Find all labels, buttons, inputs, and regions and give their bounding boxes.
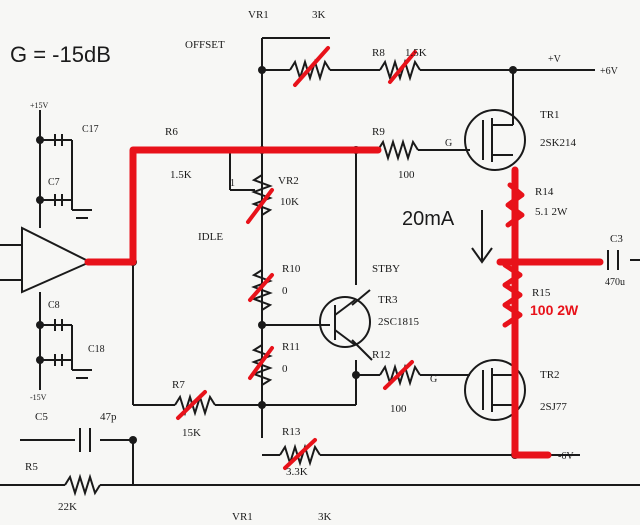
label-plus15v: +15V bbox=[30, 101, 49, 110]
label-r13-val: 3.3K bbox=[286, 466, 308, 478]
label-c7: C7 bbox=[48, 177, 60, 188]
label-r7: R7 bbox=[172, 379, 185, 391]
label-idle: IDLE bbox=[198, 231, 223, 243]
tr2-mosfet bbox=[464, 359, 526, 421]
label-r12-val: 100 bbox=[390, 403, 407, 415]
label-r12-node: G bbox=[430, 374, 437, 385]
tr3-bjt bbox=[319, 296, 371, 348]
label-tr2-part: 2SJ77 bbox=[540, 401, 567, 413]
label-r8-val: 1.5K bbox=[405, 47, 427, 59]
label-tr1: TR1 bbox=[540, 109, 560, 121]
label-r14: R14 bbox=[535, 186, 554, 198]
label-vr2-val: 10K bbox=[280, 196, 299, 208]
label-r8: R8 bbox=[372, 47, 385, 59]
label-stby: STBY bbox=[372, 263, 400, 275]
label-r5-val: 22K bbox=[58, 501, 77, 513]
label-r5: R5 bbox=[25, 461, 38, 473]
label-rail-neg: -6V bbox=[558, 451, 574, 462]
label-r11-val: 0 bbox=[282, 363, 288, 375]
label-r9-val: 100 bbox=[398, 169, 415, 181]
label-pin1: 1 bbox=[230, 178, 235, 189]
label-tr1-part: 2SK214 bbox=[540, 137, 577, 149]
label-r9: R9 bbox=[372, 126, 385, 138]
label-vr1-top: VR1 bbox=[248, 9, 269, 21]
gain-title: G = -15dB bbox=[10, 42, 111, 67]
label-r14-val: 5.1 2W bbox=[535, 206, 568, 218]
label-vr1-top-val: 3K bbox=[312, 9, 326, 21]
label-c17: C17 bbox=[82, 124, 99, 135]
label-rail-pos2: +6V bbox=[600, 66, 619, 77]
label-rail-pos: +V bbox=[548, 54, 562, 65]
label-c3-val: 470u bbox=[605, 277, 625, 288]
label-vr1-bottom-val: 3K bbox=[318, 511, 332, 523]
label-r11: R11 bbox=[282, 341, 300, 353]
label-r12: R12 bbox=[372, 349, 390, 361]
label-r9-node: G bbox=[445, 138, 452, 149]
tr1-mosfet bbox=[464, 100, 526, 171]
r15-red-note: 100 2W bbox=[530, 302, 579, 318]
label-r6-val: 1.5K bbox=[170, 169, 192, 181]
current-arrow bbox=[471, 210, 493, 264]
label-c3: C3 bbox=[610, 233, 623, 245]
resistors bbox=[64, 58, 421, 497]
label-r15: R15 bbox=[532, 287, 551, 299]
label-tr3: TR3 bbox=[378, 294, 398, 306]
label-r13: R13 bbox=[282, 426, 301, 438]
label-offset: OFFSET bbox=[185, 39, 225, 51]
label-c5: C5 bbox=[35, 411, 48, 423]
label-tr3-part: 2SC1815 bbox=[378, 316, 419, 328]
label-c8: C8 bbox=[48, 300, 60, 311]
label-tr2: TR2 bbox=[540, 369, 560, 381]
label-minus15v: -15V bbox=[30, 393, 47, 402]
current-annotation: 20mA bbox=[402, 208, 455, 230]
red-highlight-path bbox=[84, 46, 604, 470]
label-vr2: VR2 bbox=[278, 175, 299, 187]
label-r7-val: 15K bbox=[182, 427, 201, 439]
label-r10: R10 bbox=[282, 263, 301, 275]
label-c18: C18 bbox=[88, 344, 105, 355]
label-vr1-bottom: VR1 bbox=[232, 511, 253, 523]
label-r10-val: 0 bbox=[282, 285, 288, 297]
label-c5-val: 47p bbox=[100, 411, 117, 423]
label-r6: R6 bbox=[165, 126, 178, 138]
